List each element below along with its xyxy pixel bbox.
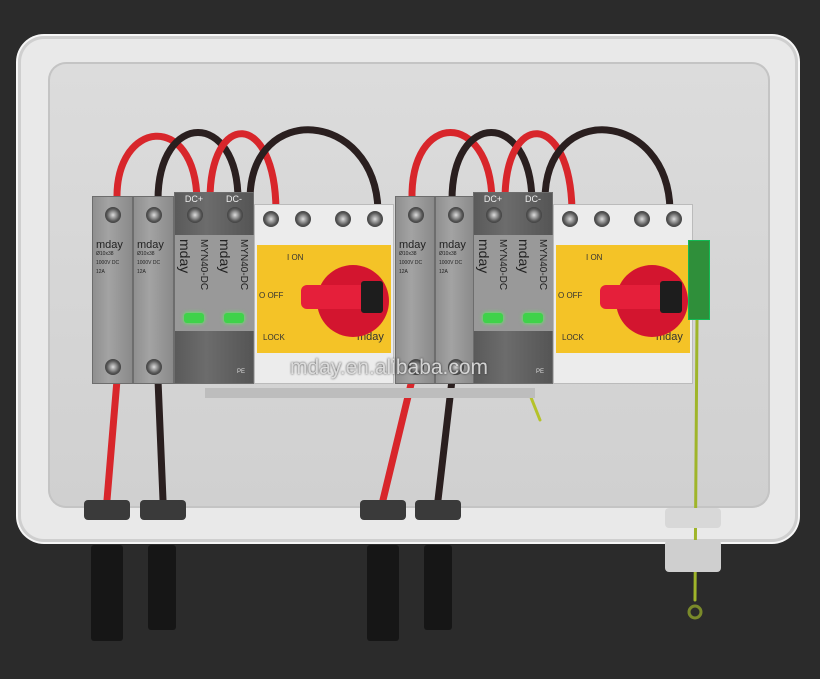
- red-cable: [103, 376, 121, 504]
- black-cable: [154, 129, 242, 204]
- cable-gland: [360, 500, 406, 520]
- screw-icon: [146, 207, 162, 223]
- cable-gland: [140, 500, 186, 520]
- dc-plus-label: DC+: [184, 194, 204, 204]
- screw-icon: [448, 359, 464, 375]
- screw-icon: [486, 207, 502, 223]
- red-cable: [501, 130, 576, 214]
- screw-icon: [105, 359, 121, 375]
- status-led: [224, 313, 244, 323]
- black-cable: [154, 376, 167, 504]
- screw-icon: [448, 207, 464, 223]
- pe-label: PE: [536, 369, 545, 375]
- status-led: [523, 313, 543, 323]
- on-label: I ON: [586, 253, 603, 262]
- padlock-tab: [660, 281, 682, 313]
- lock-label: LOCK: [562, 333, 584, 342]
- black-cable: [448, 129, 536, 204]
- pe-label: PE: [237, 369, 246, 375]
- dc-plus-label: DC+: [483, 194, 503, 204]
- lock-label: LOCK: [263, 333, 285, 342]
- red-cable: [408, 129, 496, 204]
- black-cable: [541, 126, 674, 214]
- screw-icon: [227, 207, 243, 223]
- screw-icon: [408, 207, 424, 223]
- screw-icon: [105, 207, 121, 223]
- red-cable: [113, 132, 201, 204]
- dc-minus-label: DC-: [525, 194, 541, 204]
- status-led: [483, 313, 503, 323]
- red-cable: [206, 130, 280, 214]
- pv-connector: [91, 545, 123, 641]
- on-label: I ON: [287, 253, 304, 262]
- screw-icon: [408, 359, 424, 375]
- screw-icon: [187, 207, 203, 223]
- screw-icon: [146, 359, 162, 375]
- dc-isolator-switch: I ON O OFF LOCK mday: [553, 204, 693, 384]
- cable-gland: [665, 508, 721, 528]
- red-cable: [379, 376, 416, 504]
- off-label: O OFF: [558, 291, 583, 300]
- black-cable: [434, 376, 456, 504]
- pv-connector: [148, 545, 176, 630]
- cable-gland: [84, 500, 130, 520]
- dc-isolator-switch: I ON O OFF LOCK mday: [254, 204, 394, 384]
- dc-minus-label: DC-: [226, 194, 242, 204]
- earth-gland-nut: [665, 540, 721, 572]
- watermark: mday.en.alibaba.com: [290, 356, 489, 379]
- off-label: O OFF: [259, 291, 284, 300]
- status-led: [184, 313, 204, 323]
- screw-icon: [526, 207, 542, 223]
- cable-gland: [415, 500, 461, 520]
- black-cable: [246, 126, 382, 214]
- earth-terminal-block: [688, 240, 710, 320]
- din-rail: [205, 388, 535, 398]
- pv-connector: [424, 545, 452, 630]
- pv-connector: [367, 545, 399, 641]
- earth-ring: [687, 604, 703, 620]
- earth-wire: [233, 393, 542, 422]
- padlock-tab: [361, 281, 383, 313]
